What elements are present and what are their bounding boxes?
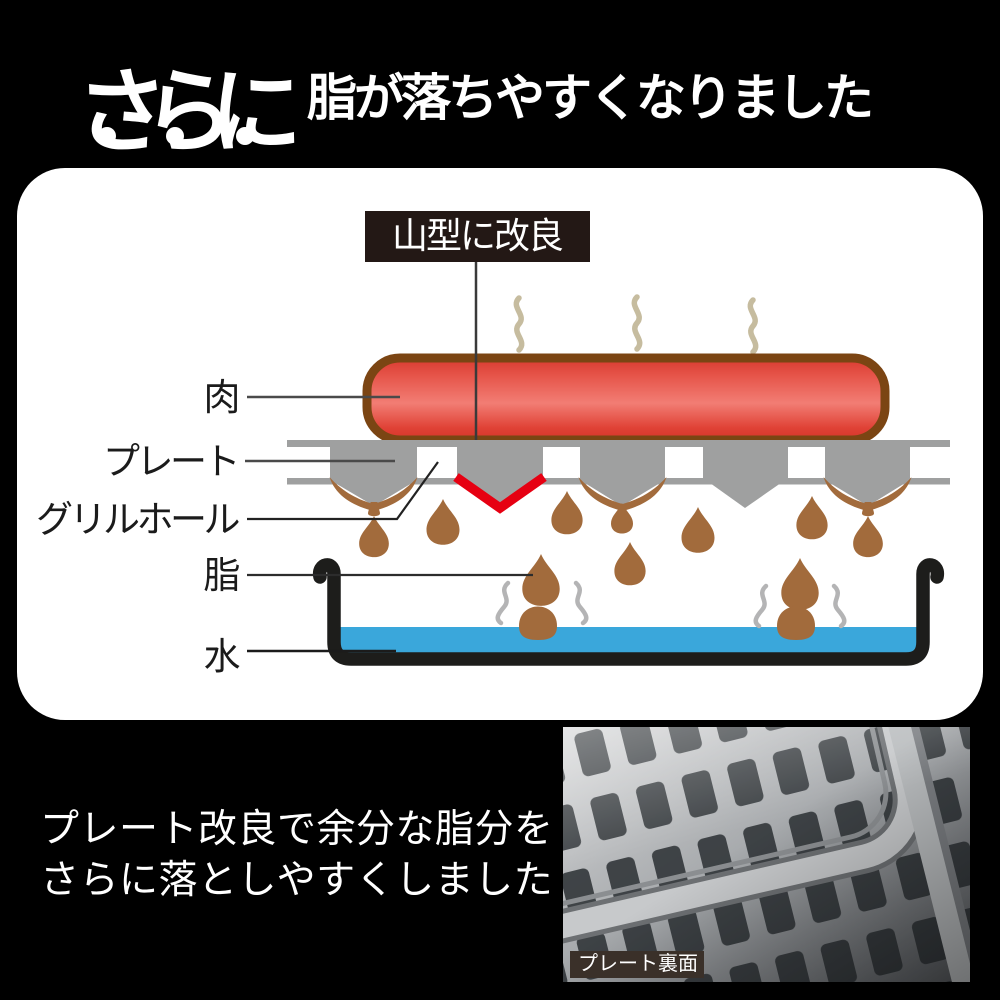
- page-title: さらに: [76, 62, 302, 164]
- footer-copy: プレート改良で余分な脂分を さらに落としやすくしました: [40, 804, 554, 906]
- emphasis-dot-icon: [236, 127, 254, 145]
- water-shape: [334, 627, 923, 653]
- plate-back-photo-image: [563, 727, 970, 982]
- plate-tooth: [703, 446, 788, 508]
- plate-back-photo: プレート裏面: [563, 727, 970, 982]
- plate-rail-top: [287, 440, 950, 447]
- fat-drop-icon: [522, 554, 560, 606]
- callout-label: 山型に改良: [392, 215, 563, 256]
- mountain-shape-highlight: [453, 473, 547, 514]
- plate-tooth: [825, 446, 910, 506]
- fat-drop-icon: [681, 507, 715, 553]
- callout-box: [365, 211, 590, 262]
- grill-hole-label: グリルホール: [36, 499, 239, 540]
- fat-drop-icon: [781, 558, 819, 610]
- fat-drop-icon: [853, 516, 883, 558]
- fat-drop-icon: [426, 499, 460, 545]
- fat-drop-icon: [551, 491, 583, 535]
- grill-cross-section-diagram: 山型に改良: [36, 211, 950, 677]
- steam-icon: [516, 297, 755, 352]
- fat-splash-icon: [777, 606, 815, 640]
- plate-teeth: [330, 446, 910, 508]
- emphasis-dot-icon: [166, 127, 184, 145]
- plate-tooth: [580, 446, 665, 506]
- fat-drops: [359, 491, 883, 610]
- plate-tooth-mountain: [457, 446, 543, 508]
- water-label: 水: [204, 636, 241, 677]
- plate-tooth: [330, 446, 417, 506]
- photo-caption: プレート裏面: [570, 951, 704, 978]
- fat-splash-icon: [519, 606, 557, 640]
- tray-shape: [312, 558, 945, 666]
- fat-drop-icon: [359, 516, 389, 558]
- footer-line-1: プレート改良で余分な脂分を: [40, 808, 554, 851]
- fat-label: 脂: [204, 555, 240, 596]
- fat-drop-icon: [614, 542, 646, 586]
- meat-shape: [362, 353, 890, 445]
- meat-label: 肉: [204, 377, 238, 418]
- plate-label: プレート: [103, 441, 237, 482]
- emphasis-dot-icon: [98, 127, 116, 145]
- grill-hole-pointer-line: [247, 461, 439, 521]
- page-subtitle: 脂が落ちやすくなりました: [307, 70, 874, 126]
- fat-drop-icon: [796, 496, 828, 540]
- footer-line-2: さらに落としやすくしました: [40, 859, 554, 902]
